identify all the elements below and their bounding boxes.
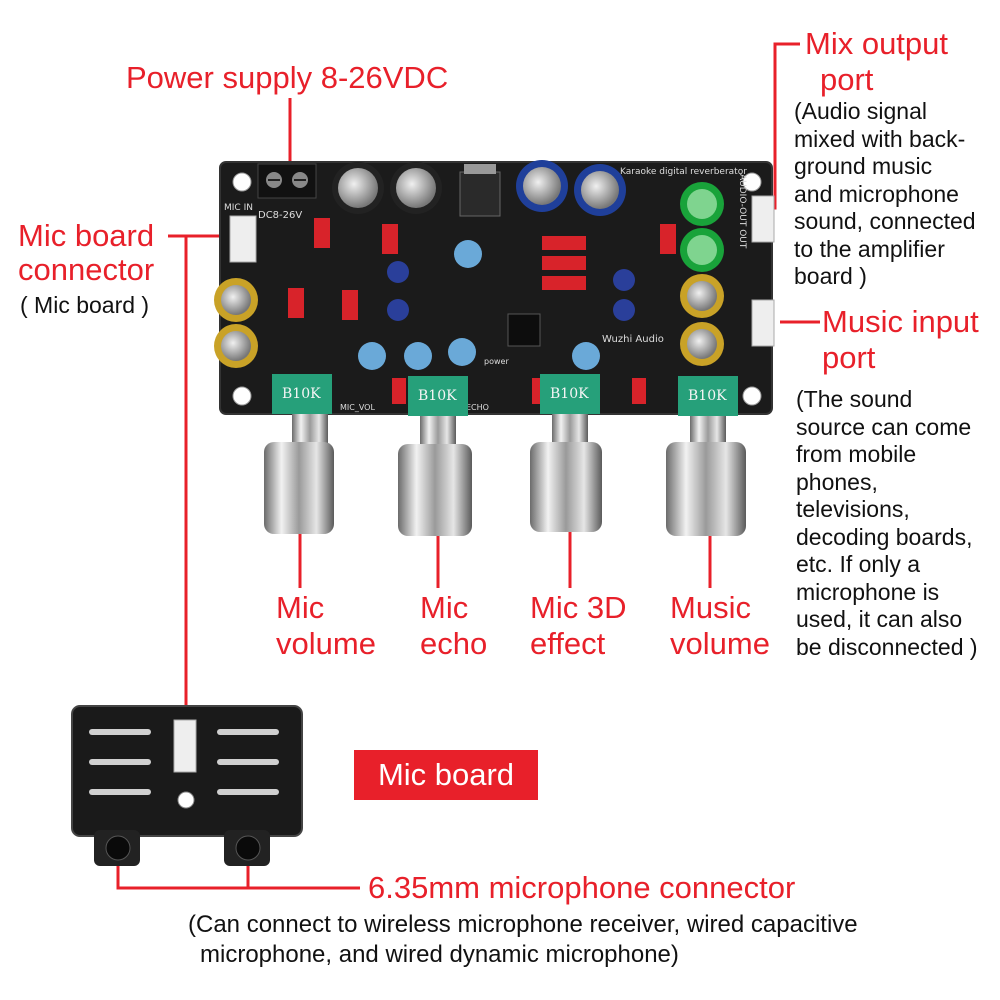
note-music-input-line-3: from mobile [796, 441, 917, 467]
note-music-input-line-4: phones, [796, 468, 878, 495]
reverb-board-photo: Karaoke digital reverberator MIC IN DC8-… [214, 160, 775, 536]
mic-board-connector [229, 215, 257, 263]
label-music-input-1: Music input [822, 304, 979, 339]
note-music-input-line-1: (The sound [796, 386, 913, 412]
music-input-connector [751, 299, 775, 347]
note-music-input-line-9: used, it can also [796, 606, 963, 632]
note-music-input-line-5: televisions, [796, 496, 910, 522]
label-mic-board-connector-2: connector [18, 252, 155, 287]
capacitor-group-top [332, 160, 626, 216]
note-mix-output-line-4: and microphone [794, 180, 959, 207]
knob-mic-3d-effect [530, 414, 602, 532]
note-mix-output-line-2: mixed with back- [794, 125, 966, 152]
note-connector-line1: (Can connect to wireless microphone rece… [188, 911, 858, 938]
svg-text:AUDIO-OUT OUT: AUDIO-OUT OUT [737, 174, 747, 249]
label-knob-4-line1: Music [670, 590, 751, 625]
label-power-supply: Power supply 8-26VDC [126, 60, 449, 95]
note-music-input-line-6: decoding boards, [796, 523, 973, 550]
svg-text:MIC_VOL: MIC_VOL [340, 403, 375, 412]
note-music-input-line-7: etc. If only a [796, 551, 921, 577]
label-knob-3-line1: Mic 3D [530, 590, 627, 625]
label-connector-title: 6.35mm microphone connector [368, 870, 796, 905]
svg-text:B10K: B10K [418, 388, 457, 404]
mic-board-badge: Mic board [354, 750, 538, 800]
note-mic-board-connector: ( Mic board ) [20, 292, 150, 318]
knob-mic-echo [398, 416, 472, 536]
note-music-input-line-2: source can come [796, 413, 972, 440]
label-knob-2-line1: Mic [420, 590, 469, 625]
svg-text:DC8-26V: DC8-26V [258, 210, 302, 221]
label-knob-4-line2: volume [670, 626, 770, 661]
note-music-input-line-10: be disconnected ) [796, 633, 978, 660]
label-mic-board-connector-1: Mic board [18, 218, 155, 253]
note-mix-output-line-6: to the amplifier [794, 235, 945, 262]
mic-board-header [173, 719, 197, 773]
label-mix-output-1: Mix output [805, 26, 949, 61]
knob-music-volume [666, 416, 746, 536]
note-mix-output-line-5: sound, connected [794, 208, 976, 234]
label-knob-1-line1: Mic [276, 590, 325, 625]
label-knob-1-line2: volume [276, 626, 376, 661]
label-music-input-2: port [822, 340, 876, 375]
svg-text:Wuzhi Audio: Wuzhi Audio [602, 334, 664, 345]
label-mix-output-2: port [820, 62, 874, 97]
label-knob-3-line2: effect [530, 626, 606, 661]
svg-text:B10K: B10K [282, 386, 321, 402]
note-mix-output-line-7: board ) [794, 263, 867, 289]
note-mix-output-line-1: (Audio signal [794, 98, 927, 124]
mix-output-connector [751, 195, 775, 243]
note-connector-line2: microphone, and wired dynamic microphone… [200, 941, 679, 968]
knob-mic-volume [264, 414, 334, 534]
svg-text:B10K: B10K [550, 386, 589, 402]
svg-text:power: power [484, 357, 509, 366]
power-terminal [257, 163, 317, 199]
note-mix-output-line-3: ground music [794, 153, 933, 179]
svg-text:B10K: B10K [688, 388, 727, 404]
mic-board-photo [71, 705, 303, 866]
svg-text:ECHO: ECHO [466, 403, 489, 412]
svg-text:MIC IN: MIC IN [224, 203, 253, 213]
note-music-input-line-8: microphone is [796, 578, 940, 605]
silk-title: Karaoke digital reverberator [620, 167, 747, 177]
potentiometers: B10K B10K B10K B10K [272, 374, 738, 416]
label-knob-2-line2: echo [420, 626, 488, 661]
